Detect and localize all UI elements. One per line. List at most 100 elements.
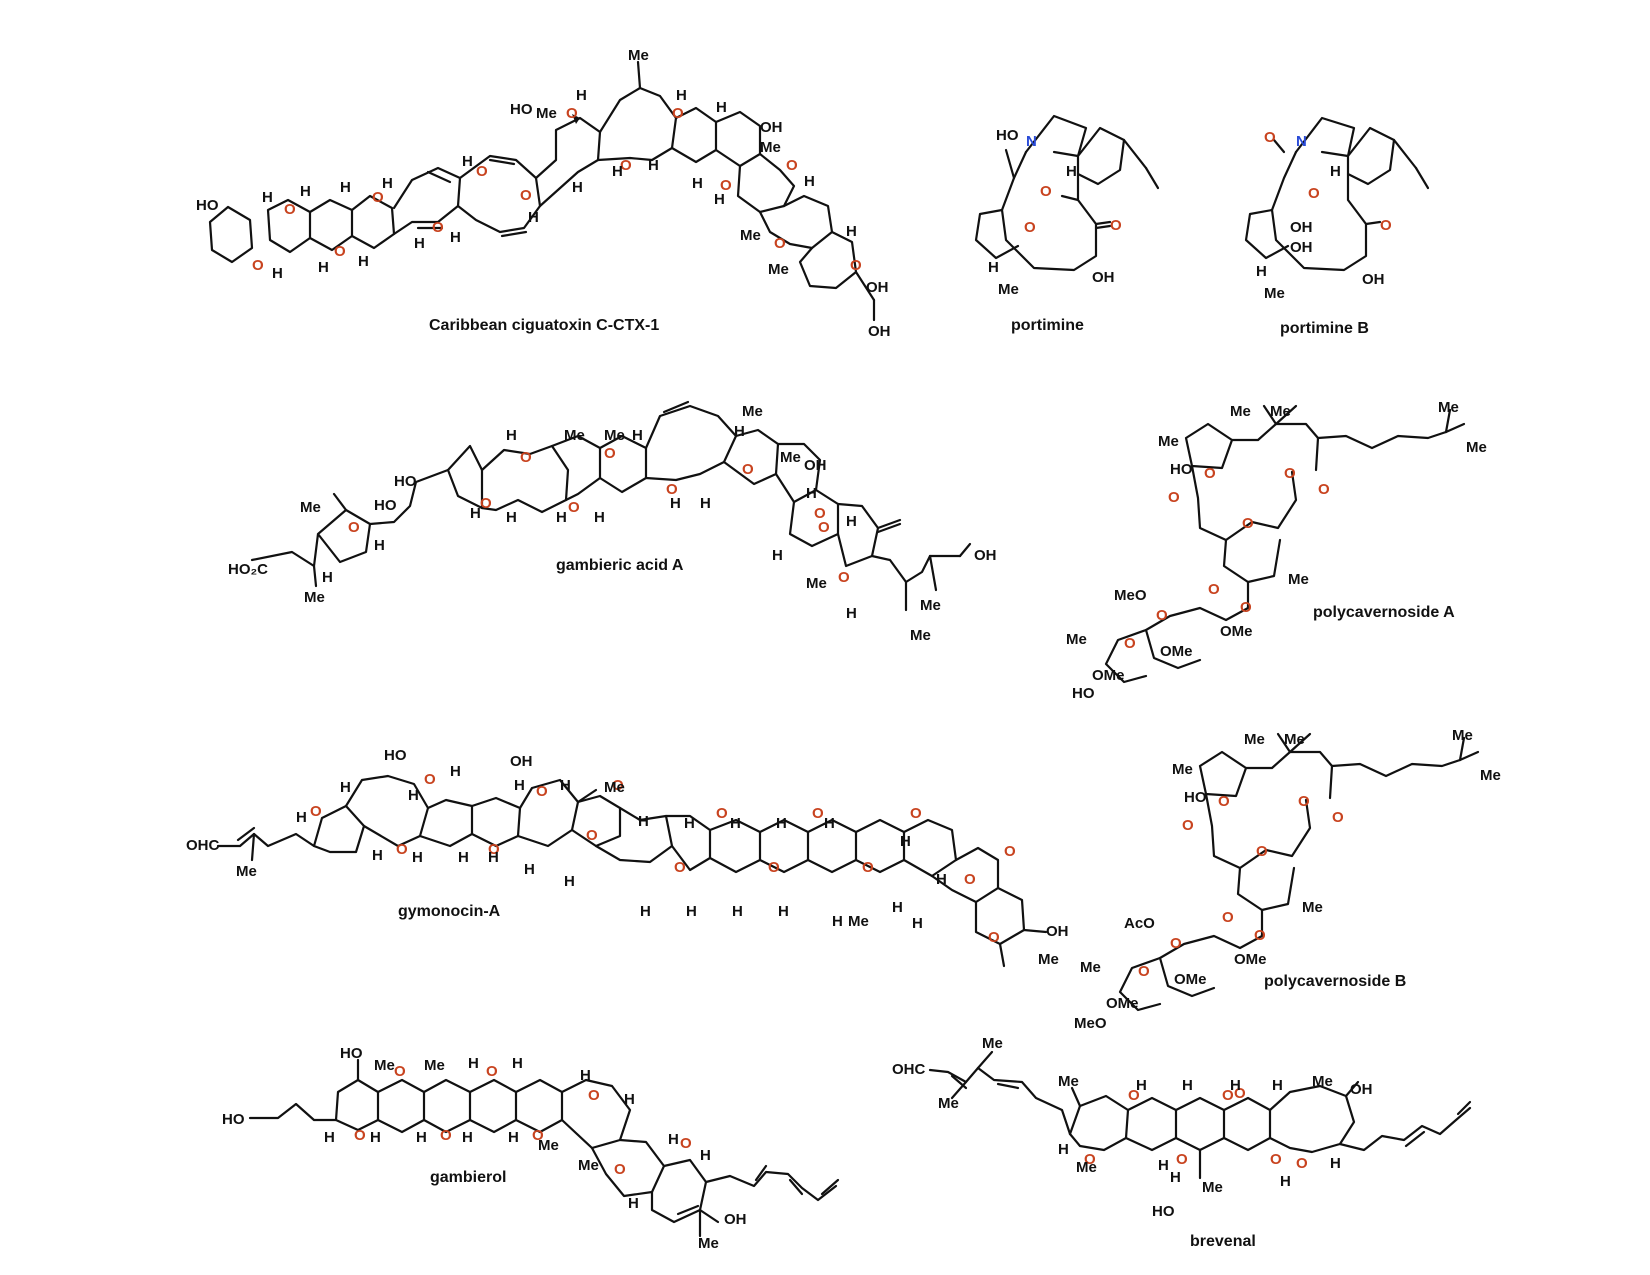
- caption-polycavernoside-b: polycavernoside B: [1264, 973, 1406, 990]
- svg-text:OMe: OMe: [1092, 667, 1125, 684]
- svg-text:H: H: [730, 815, 741, 832]
- svg-text:O: O: [964, 871, 976, 888]
- svg-text:O: O: [1256, 843, 1268, 860]
- svg-text:O: O: [566, 105, 578, 122]
- svg-text:H: H: [936, 871, 947, 888]
- svg-text:H: H: [846, 223, 857, 240]
- svg-text:H: H: [686, 903, 697, 920]
- svg-text:O: O: [612, 777, 624, 794]
- svg-text:Me: Me: [1172, 761, 1193, 778]
- svg-text:O: O: [1004, 843, 1016, 860]
- svg-text:O: O: [440, 1127, 452, 1144]
- svg-text:O: O: [604, 445, 616, 462]
- svg-text:Me: Me: [1466, 439, 1487, 456]
- svg-text:Me: Me: [578, 1157, 599, 1174]
- svg-text:Me: Me: [604, 427, 625, 444]
- svg-text:OH: OH: [1046, 923, 1069, 940]
- svg-text:O: O: [1332, 809, 1344, 826]
- svg-text:O: O: [1222, 1087, 1234, 1104]
- svg-text:Me: Me: [236, 863, 257, 880]
- svg-text:O: O: [680, 1135, 692, 1152]
- svg-text:H: H: [556, 509, 567, 526]
- svg-text:O: O: [1084, 1151, 1096, 1168]
- svg-text:Me: Me: [604, 779, 625, 796]
- svg-text:H: H: [640, 903, 651, 920]
- svg-text:O: O: [354, 1127, 366, 1144]
- svg-text:Me: Me: [424, 1057, 445, 1074]
- svg-text:Me: Me: [698, 1235, 719, 1252]
- caption-gymonocin-a: gymonocin-A: [398, 903, 501, 920]
- svg-text:H: H: [692, 175, 703, 192]
- svg-text:HO: HO: [510, 101, 533, 118]
- svg-text:Me: Me: [628, 47, 649, 64]
- svg-text:Me: Me: [1038, 951, 1059, 968]
- caption-gambieric-acid-a: gambieric acid A: [556, 557, 684, 574]
- svg-text:O: O: [1024, 219, 1036, 236]
- svg-text:O: O: [1242, 515, 1254, 532]
- svg-text:H: H: [524, 861, 535, 878]
- svg-text:H: H: [1256, 263, 1267, 280]
- svg-text:H: H: [372, 847, 383, 864]
- svg-text:H: H: [632, 427, 643, 444]
- svg-text:OH: OH: [974, 547, 997, 564]
- svg-text:H: H: [470, 505, 481, 522]
- svg-text:H: H: [900, 833, 911, 850]
- svg-text:O: O: [786, 157, 798, 174]
- svg-text:H: H: [1330, 163, 1341, 180]
- svg-text:Me: Me: [998, 281, 1019, 298]
- svg-text:H: H: [506, 427, 517, 444]
- svg-text:HO₂C: HO₂C: [228, 561, 268, 578]
- svg-text:HO: HO: [996, 127, 1019, 144]
- svg-text:H: H: [1272, 1077, 1283, 1094]
- svg-text:H: H: [988, 259, 999, 276]
- svg-text:O: O: [586, 827, 598, 844]
- svg-text:HO: HO: [1170, 461, 1193, 478]
- svg-text:O: O: [1182, 817, 1194, 834]
- svg-text:H: H: [508, 1129, 519, 1146]
- svg-text:OH: OH: [866, 279, 889, 296]
- svg-text:OH: OH: [868, 323, 891, 340]
- svg-text:O: O: [1270, 1151, 1282, 1168]
- svg-text:Me: Me: [304, 589, 325, 606]
- svg-text:O: O: [672, 105, 684, 122]
- svg-text:H: H: [358, 253, 369, 270]
- svg-text:MeO: MeO: [1114, 587, 1147, 604]
- svg-text:Me: Me: [1284, 731, 1305, 748]
- svg-text:Me: Me: [536, 105, 557, 122]
- svg-text:H: H: [408, 787, 419, 804]
- svg-text:H: H: [374, 537, 385, 554]
- svg-text:H: H: [676, 87, 687, 104]
- svg-text:HO: HO: [1072, 685, 1095, 702]
- svg-text:O: O: [1296, 1155, 1308, 1172]
- svg-text:N: N: [1026, 133, 1037, 150]
- svg-text:H: H: [416, 1129, 427, 1146]
- svg-text:H: H: [382, 175, 393, 192]
- svg-text:O: O: [720, 177, 732, 194]
- svg-text:Me: Me: [564, 427, 585, 444]
- svg-text:H: H: [806, 485, 817, 502]
- svg-text:H: H: [580, 1067, 591, 1084]
- svg-text:O: O: [396, 841, 408, 858]
- svg-text:O: O: [348, 519, 360, 536]
- svg-text:Me: Me: [374, 1057, 395, 1074]
- svg-text:OH: OH: [1290, 239, 1313, 256]
- svg-text:O: O: [1170, 935, 1182, 952]
- svg-text:Me: Me: [920, 597, 941, 614]
- svg-text:H: H: [648, 157, 659, 174]
- svg-text:H: H: [462, 1129, 473, 1146]
- svg-text:H: H: [612, 163, 623, 180]
- svg-text:OH: OH: [1092, 269, 1115, 286]
- svg-text:H: H: [1066, 163, 1077, 180]
- svg-text:HO: HO: [222, 1111, 245, 1128]
- svg-text:O: O: [850, 257, 862, 274]
- structure-ciguatoxin: HO O O O O O O O O O O O O O O Me HO Me …: [196, 47, 891, 340]
- svg-text:H: H: [340, 779, 351, 796]
- svg-text:O: O: [476, 163, 488, 180]
- structure-gymonocin-a: OHC Me O HO OH O O O O O O O O O O O O O…: [186, 747, 1069, 968]
- svg-text:H: H: [1058, 1141, 1069, 1158]
- svg-text:Me: Me: [1080, 959, 1101, 976]
- svg-text:Me: Me: [938, 1095, 959, 1112]
- svg-text:O: O: [1298, 793, 1310, 810]
- svg-text:O: O: [480, 495, 492, 512]
- svg-text:Me: Me: [1312, 1073, 1333, 1090]
